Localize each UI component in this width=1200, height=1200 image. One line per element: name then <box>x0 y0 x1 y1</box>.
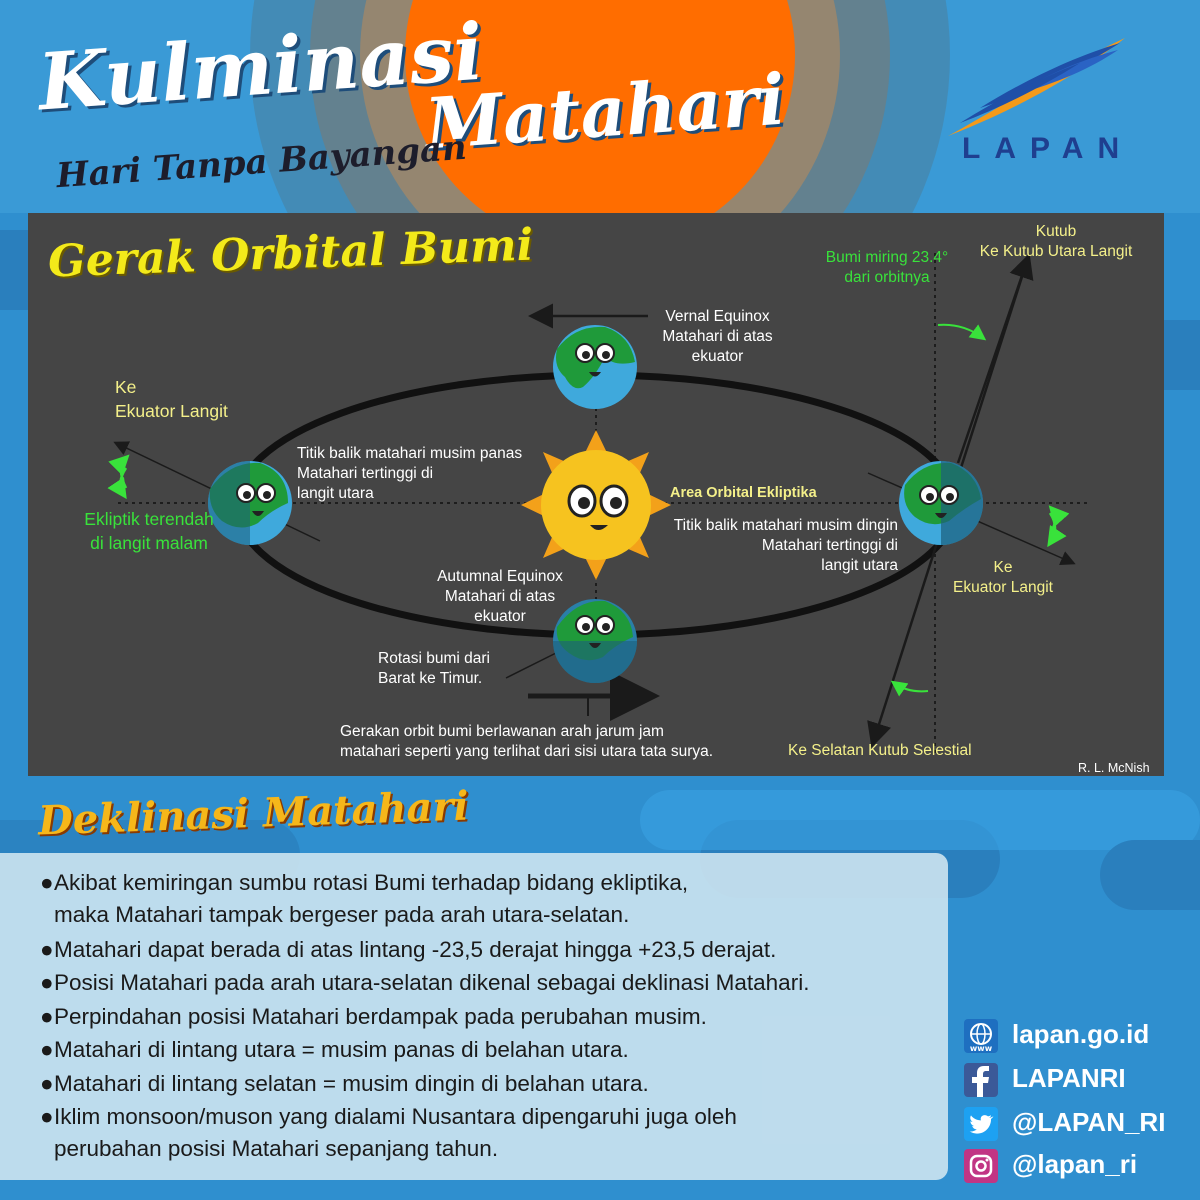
label-winter-line3: langit utara <box>821 557 898 574</box>
contact-facebook[interactable]: LAPANRI <box>964 1060 1126 1098</box>
label-rotation-line1: Rotasi bumi dari <box>378 650 490 667</box>
label-rotation-line2: Barat ke Timur. <box>378 670 483 687</box>
label-vernal-line2: Matahari di atas <box>662 328 773 345</box>
label-tilt-line1: Bumi miring 23.4° <box>825 249 949 266</box>
label-credit: R. L. McNish <box>1078 761 1150 775</box>
bullet-item: ●Perpindahan posisi Matahari berdampak p… <box>40 1004 707 1029</box>
label-vernal-line3: ekuator <box>691 348 744 365</box>
label-winter-line1: Titik balik matahari musim dingin <box>673 517 898 534</box>
label-autumn-line2: Matahari di atas <box>444 588 556 605</box>
label-orbital-area: Area Orbital Ekliptika <box>670 485 817 501</box>
svg-text:www: www <box>970 1044 993 1053</box>
bullet-text: Matahari dapat berada di atas lintang -2… <box>54 937 777 962</box>
label-ecliptic-line2: di langit malam <box>90 533 208 553</box>
label-summer-solstice: Titik balik matahari musim panas Matahar… <box>297 444 522 504</box>
sun-character <box>521 430 671 580</box>
label-left-equator-line1: Ke <box>115 377 137 397</box>
bullet-text-cont: perubahan posisi Matahari sepanjang tahu… <box>54 1136 499 1161</box>
lapan-logo-text: LAPAN <box>962 132 1134 165</box>
label-right-equator-line2: Ekuator Langit <box>953 579 1053 596</box>
earth-winter <box>899 461 983 545</box>
label-orbit-direction: Gerakan orbit bumi berlawanan arah jarum… <box>340 722 713 762</box>
label-winter-line2: Matahari tertinggi di <box>761 537 898 554</box>
bullet-text: Akibat kemiringan sumbu rotasi Bumi terh… <box>54 870 689 895</box>
orbit-diagram <box>107 253 1088 753</box>
contact-facebook-text: LAPANRI <box>1012 1063 1126 1093</box>
bullet-item: ●Iklim monsoon/muson yang dialami Nusant… <box>40 1101 737 1165</box>
contact-twitter-text: @LAPAN_RI <box>1012 1107 1166 1137</box>
earth-vernal <box>553 325 637 409</box>
contact-website-text: lapan.go.id <box>1012 1019 1150 1049</box>
declination-textbox <box>0 853 948 1180</box>
contact-twitter[interactable]: @LAPAN_RI <box>964 1104 1166 1142</box>
label-winter-solstice: Titik balik matahari musim dingin Mataha… <box>640 516 898 576</box>
label-south-pole: Ke Selatan Kutub Selestial <box>788 742 972 759</box>
bullet-item: ●Matahari dapat berada di atas lintang -… <box>40 937 777 962</box>
instagram-icon <box>964 1149 998 1184</box>
bullet-text: Matahari di lintang selatan = musim ding… <box>54 1071 649 1096</box>
lapan-logo-icon <box>948 38 1125 136</box>
twitter-icon <box>964 1107 998 1142</box>
bullet-item: ●Matahari di lintang selatan = musim din… <box>40 1071 649 1096</box>
contact-instagram[interactable]: @lapan_ri <box>964 1146 1138 1184</box>
bullet-text: Posisi Matahari pada arah utara-selatan … <box>54 970 810 995</box>
label-tilt-line2: dari orbitnya <box>844 269 930 286</box>
label-summer-line1: Titik balik matahari musim panas <box>297 445 523 462</box>
contact-website[interactable]: www lapan.go.id <box>964 1016 1150 1054</box>
label-pole-line1: Kutub <box>1035 223 1077 240</box>
label-summer-line3: langit utara <box>297 485 374 502</box>
label-orbit-dir-line1: Gerakan orbit bumi berlawanan arah jarum… <box>340 723 664 740</box>
bullet-item: ●Akibat kemiringan sumbu rotasi Bumi ter… <box>40 867 688 931</box>
earth-summer <box>208 461 292 545</box>
bullet-text: Matahari di lintang utara = musim panas … <box>54 1037 629 1062</box>
label-ecliptic-line1: Ekliptik terendah <box>84 509 214 529</box>
label-left-equator-line2: Ekuator Langit <box>115 401 228 421</box>
facebook-icon <box>964 1063 998 1098</box>
label-right-equator-line1: Ke <box>993 559 1013 576</box>
bullet-text: Iklim monsoon/muson yang dialami Nusanta… <box>54 1104 737 1129</box>
contact-instagram-text: @lapan_ri <box>1012 1149 1138 1179</box>
label-north-pole: Kutub Ke Kutub Utara Langit <box>970 222 1142 262</box>
label-orbit-dir-line2: matahari seperti yang terlihat dari sisi… <box>340 743 714 760</box>
earth-autumn <box>553 599 637 683</box>
label-autumn-line1: Autumnal Equinox <box>437 568 563 585</box>
bullet-text-cont: maka Matahari tampak bergeser pada arah … <box>54 902 630 927</box>
label-rotation: Rotasi bumi dari Barat ke Timur. <box>378 649 490 689</box>
label-right-equator: Ke Ekuator Langit <box>938 558 1068 598</box>
label-pole-line2: Ke Kutub Utara Langit <box>979 243 1133 260</box>
label-autumnal-equinox: Autumnal Equinox Matahari di atas ekuato… <box>420 567 580 627</box>
label-tilt: Bumi miring 23.4° dari orbitnya <box>812 248 962 288</box>
web-icon: www <box>964 1019 998 1054</box>
label-summer-line2: Matahari tertinggi di <box>297 465 434 482</box>
label-left-equator: Ke Ekuator Langit <box>115 375 228 423</box>
bullet-item: ●Matahari di lintang utara = musim panas… <box>40 1037 629 1062</box>
label-vernal-line1: Vernal Equinox <box>665 308 770 325</box>
label-vernal-equinox: Vernal Equinox Matahari di atas ekuator <box>640 307 795 367</box>
label-autumn-line3: ekuator <box>474 608 526 625</box>
big-sun <box>405 0 795 250</box>
label-ecliptic-lowest: Ekliptik terendah di langit malam <box>64 507 234 555</box>
bullet-item: ●Posisi Matahari pada arah utara-selatan… <box>40 970 810 995</box>
bullet-text: Perpindahan posisi Matahari berdampak pa… <box>54 1004 707 1029</box>
